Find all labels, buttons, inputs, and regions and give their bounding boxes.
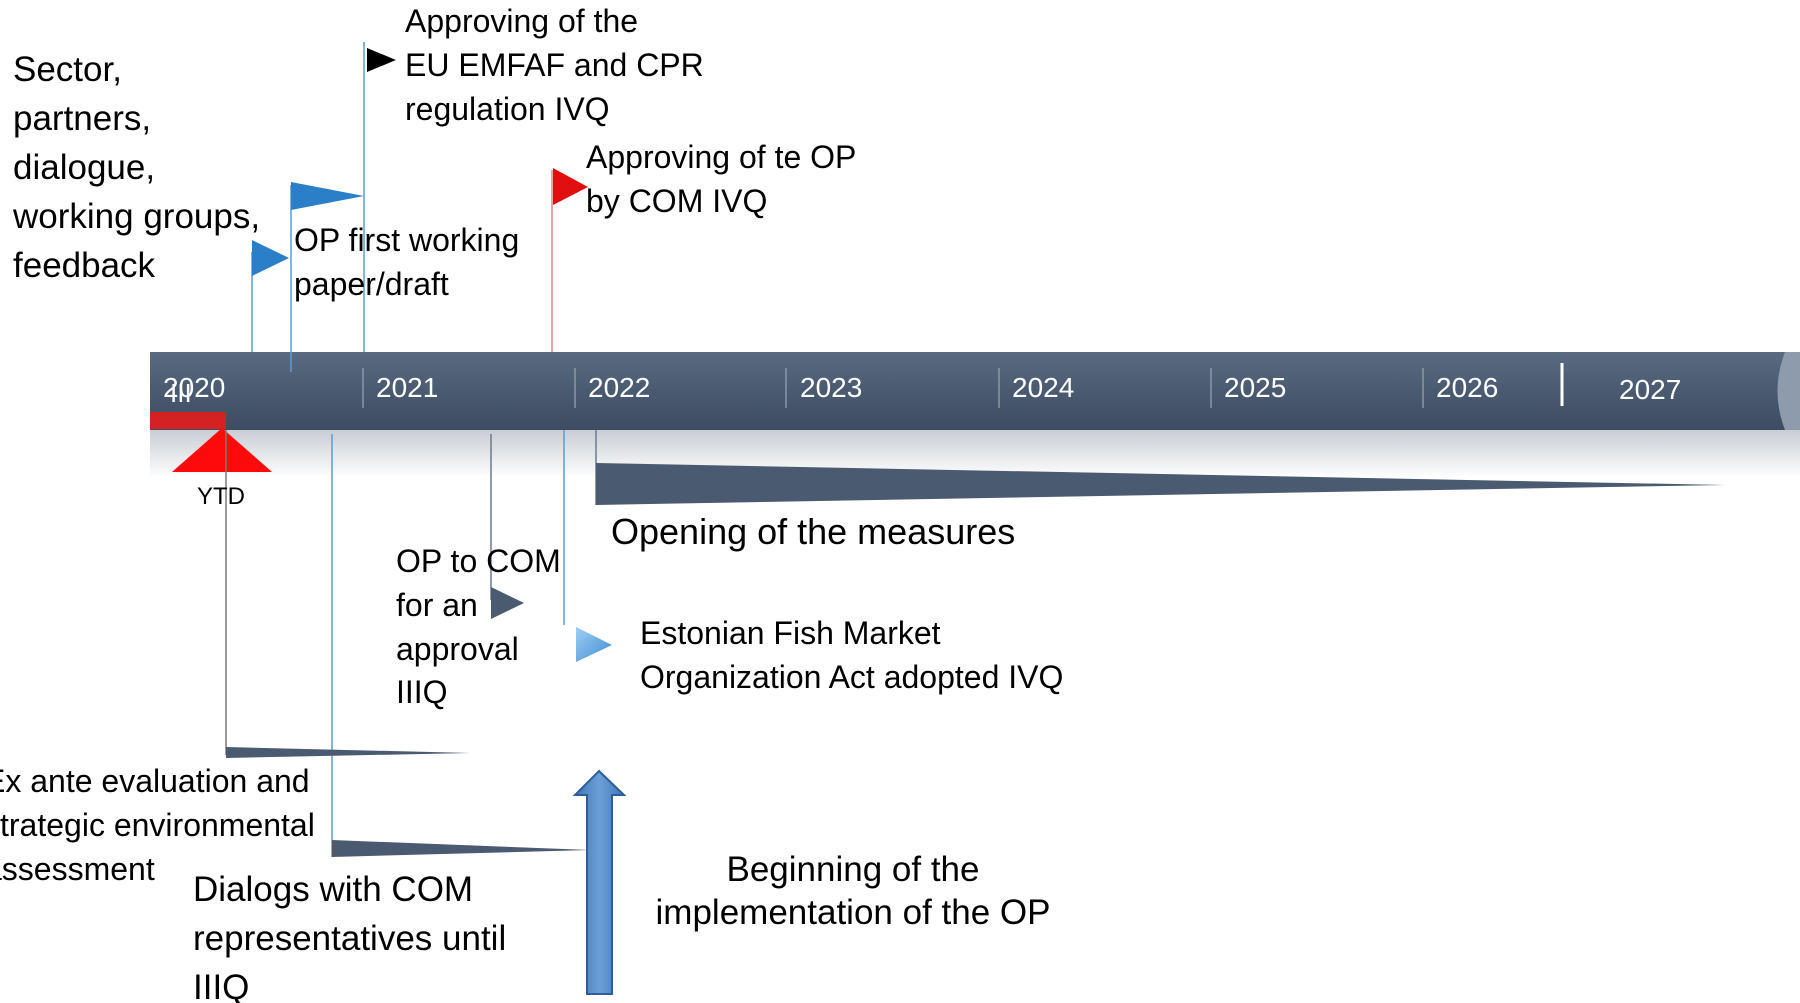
- year-separators: [362, 368, 1424, 408]
- opening-measures-label: Opening of the measures: [611, 511, 1016, 552]
- timeline-bar-arrow-tip: [1777, 352, 1800, 430]
- year-label-2021: 2021: [376, 372, 439, 403]
- year-label-2022: 2022: [588, 372, 651, 403]
- year-label-2024: 2024: [1012, 372, 1075, 403]
- timeline-bar-shadow: [150, 428, 1800, 478]
- year-label-2023: 2023: [800, 372, 863, 403]
- arrow-fish-market: [576, 627, 612, 662]
- year-label-2020: 2020: [163, 372, 226, 403]
- year-label-2026: 2026: [1436, 372, 1499, 403]
- ytd-label: YTD: [197, 483, 245, 510]
- up-arrow-implementation: [572, 769, 627, 995]
- flag-sector-dialogue: [252, 240, 289, 276]
- arrow-op-to-com: [491, 587, 524, 619]
- timeline-bar: [150, 352, 1800, 430]
- wedge-opening-measures: [596, 463, 1725, 505]
- wedge-dialogs-com: [332, 840, 590, 857]
- current-period-bar: [150, 412, 226, 429]
- flag-op-first-draft: [291, 182, 364, 210]
- flag-eu-regulation: [367, 48, 396, 72]
- year-label-2025: 2025: [1224, 372, 1287, 403]
- wedge-ex-ante: [226, 747, 470, 758]
- bar-marker-label: III: [170, 378, 192, 408]
- ytd-triangle: [172, 428, 272, 472]
- flag-op-approval: [553, 168, 588, 205]
- year-label-2027: 2027: [1619, 374, 1682, 405]
